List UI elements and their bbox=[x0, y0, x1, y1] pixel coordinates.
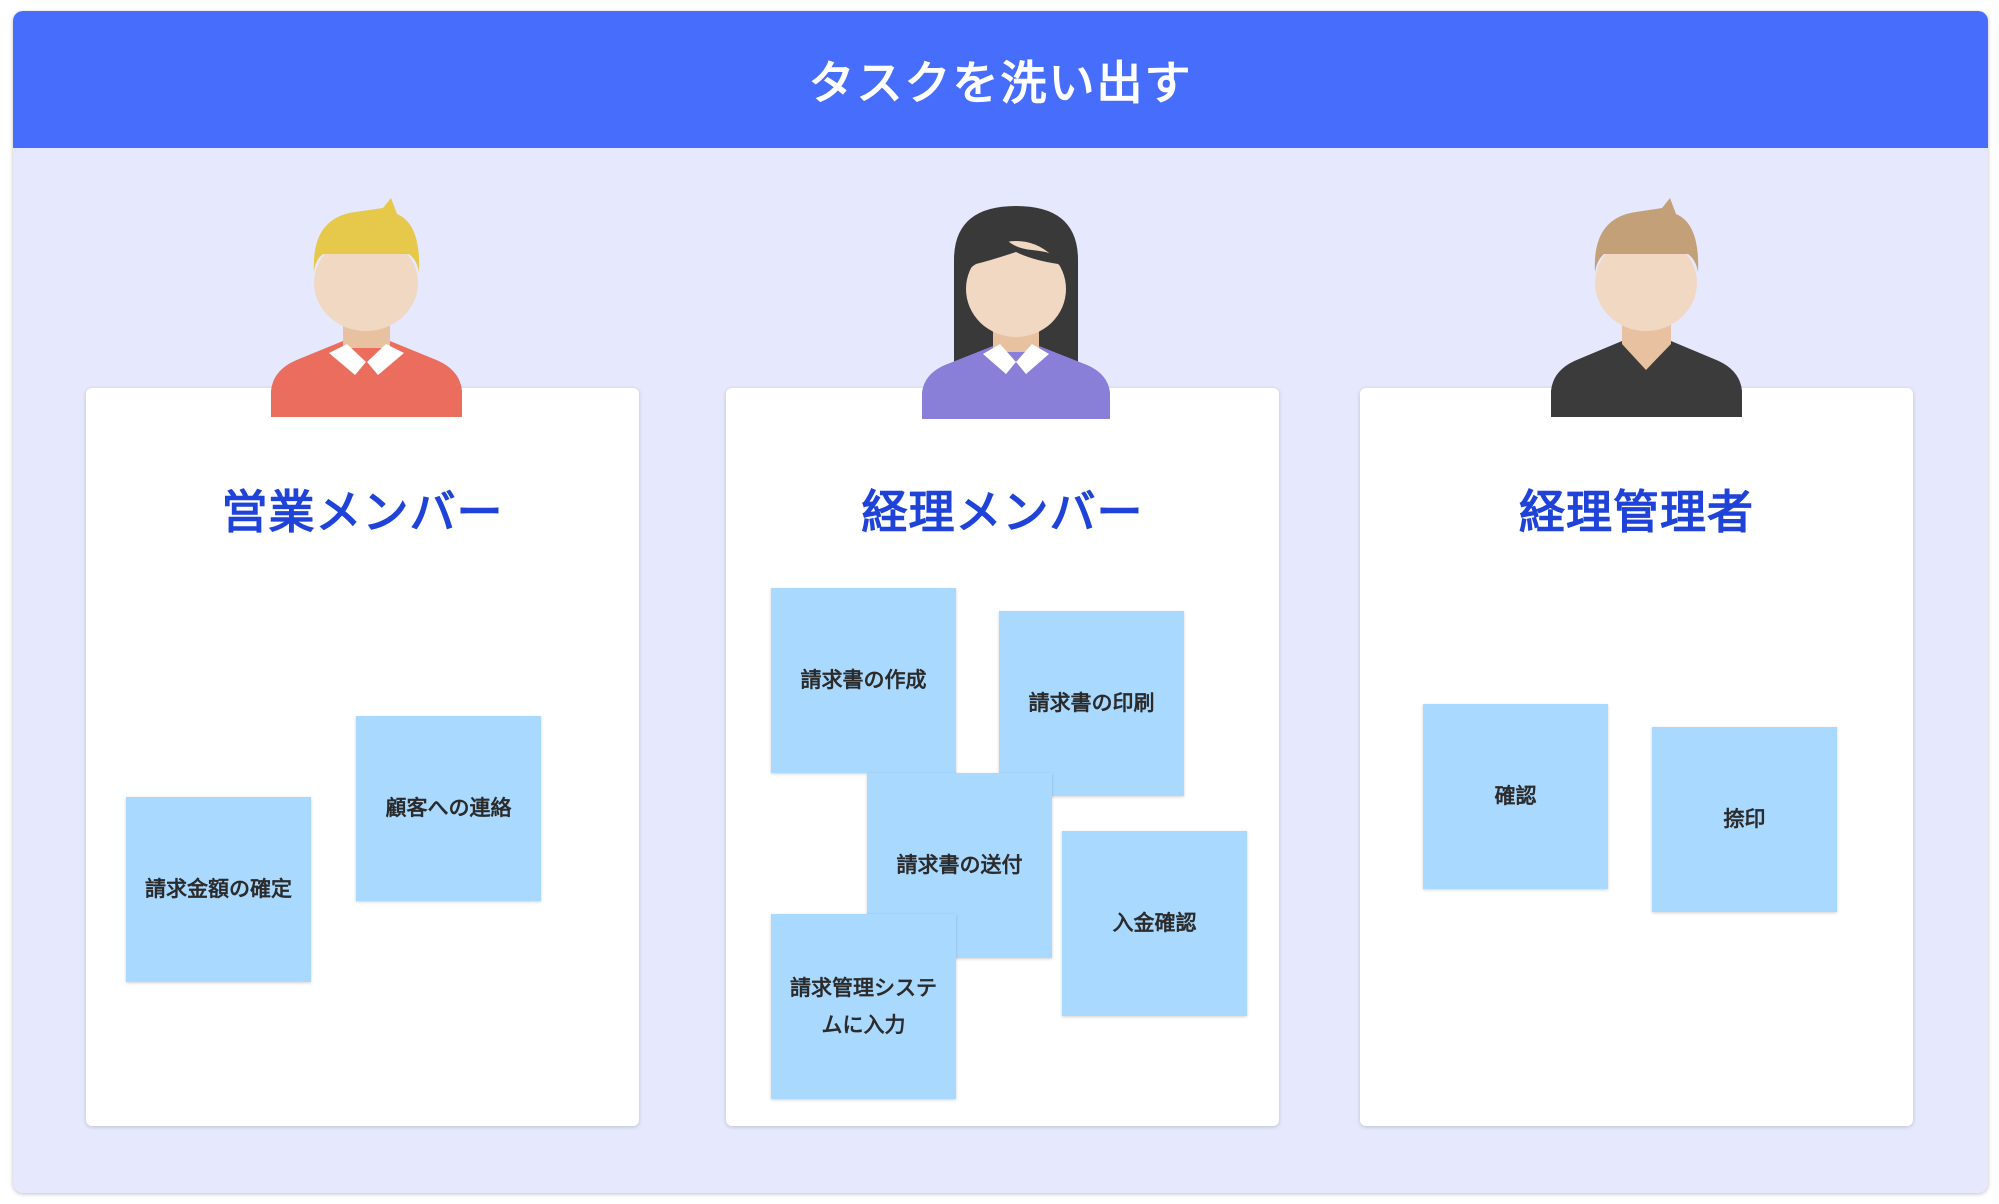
accounting-member-avatar bbox=[922, 206, 1110, 419]
accounting-manager-avatar bbox=[1551, 198, 1742, 417]
column-title-sales: 営業メンバー bbox=[221, 485, 504, 539]
sticky-note[interactable]: 請求書の印刷 bbox=[999, 611, 1184, 796]
column-card-sales: 営業メンバー 請求金額の確定 顧客への連絡 bbox=[86, 388, 639, 1126]
sales-member-avatar bbox=[271, 198, 462, 417]
column-title-manager: 経理管理者 bbox=[1519, 485, 1754, 539]
header-banner: タスクを洗い出す bbox=[13, 11, 1988, 148]
sticky-note[interactable]: 請求金額の確定 bbox=[126, 797, 311, 982]
diagram-frame: タスクを洗い出す 営業メンバー 請求金額の確定 顧客への連絡 経理メンバー 請求… bbox=[13, 11, 1988, 1193]
column-title-accounting: 経理メンバー bbox=[861, 485, 1144, 539]
sticky-note[interactable]: 捺印 bbox=[1652, 727, 1837, 912]
sticky-note[interactable]: 入金確認 bbox=[1062, 831, 1247, 1016]
sticky-note[interactable]: 確認 bbox=[1423, 704, 1608, 889]
column-card-accounting: 経理メンバー 請求書の作成 請求書の印刷 請求書の送付 入金確認 請求管理システ… bbox=[726, 388, 1279, 1126]
page-title: タスクを洗い出す bbox=[808, 55, 1193, 110]
sticky-note[interactable]: 請求管理システムに入力 bbox=[771, 914, 956, 1099]
column-card-manager: 経理管理者 確認 捺印 bbox=[1360, 388, 1913, 1126]
sticky-note[interactable]: 顧客への連絡 bbox=[356, 716, 541, 901]
sticky-note[interactable]: 請求書の作成 bbox=[771, 588, 956, 773]
